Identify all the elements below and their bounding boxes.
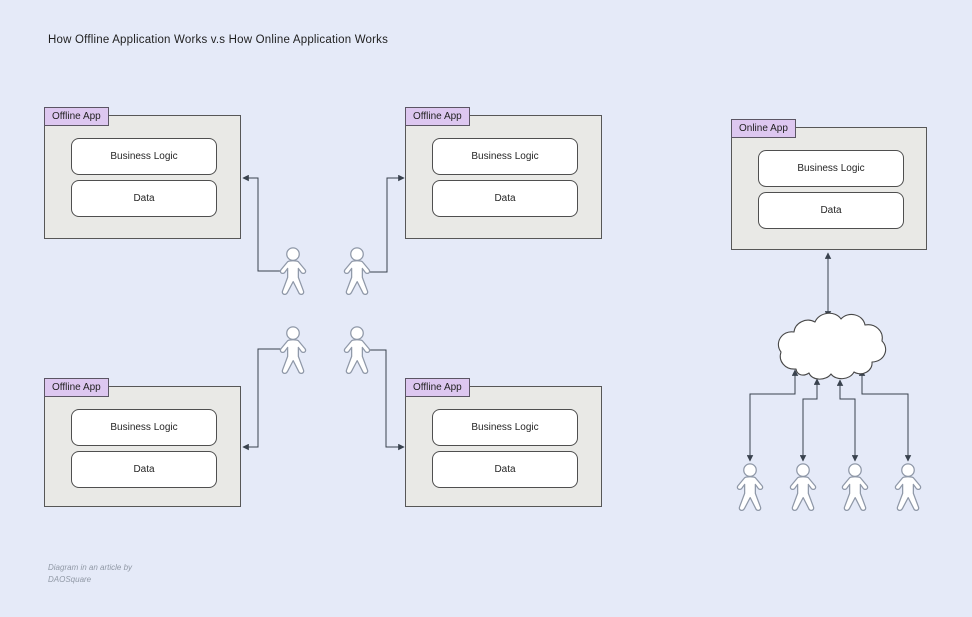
attribution-note: Diagram in an article by DAOSquare [48, 562, 132, 587]
offline-app-2: Offline App Business Logic Data [405, 107, 602, 239]
app-label: Offline App [405, 107, 470, 126]
person-icon [279, 247, 307, 296]
data-box: Data [71, 180, 217, 217]
offline-app-1: Offline App Business Logic Data [44, 107, 241, 239]
business-logic-box: Business Logic [71, 409, 217, 446]
arrow-person-to-offline-app-3 [242, 348, 282, 451]
business-logic-box: Business Logic [432, 138, 578, 175]
person-icon [894, 463, 922, 512]
app-label: Offline App [44, 107, 109, 126]
arrow-person-to-offline-app-4 [370, 349, 405, 451]
arrow-cloud-to-person-4 [862, 393, 912, 462]
arrow-person-to-cloud-3 [836, 379, 855, 400]
arrow-person-to-offline-app-1 [242, 174, 280, 272]
data-box: Data [432, 180, 578, 217]
person-icon [841, 463, 869, 512]
person-icon [789, 463, 817, 512]
offline-app-3: Offline App Business Logic Data [44, 378, 241, 507]
data-box: Data [71, 451, 217, 488]
page-title: How Offline Application Works v.s How On… [48, 34, 389, 46]
arrow-cloud-to-person-3 [840, 398, 859, 462]
arrow-cloud-to-person-1 [746, 393, 795, 462]
attribution-line-2: DAOSquare [48, 575, 92, 585]
arrow-cloud-to-person-2 [799, 398, 817, 462]
business-logic-box: Business Logic [432, 409, 578, 446]
arrow-person-to-cloud-2 [803, 378, 821, 400]
person-icon [343, 247, 371, 296]
attribution-line-1: Diagram in an article by [48, 563, 133, 572]
arrow-person-to-offline-app-2 [370, 174, 405, 273]
offline-app-4: Offline App Business Logic Data [405, 378, 602, 507]
person-icon [343, 326, 371, 375]
arrow-person-to-cloud-4 [858, 369, 908, 395]
app-label: Offline App [44, 378, 109, 397]
arrow-person-to-cloud-1 [750, 369, 799, 395]
cloud-icon [777, 312, 887, 380]
app-label: Online App [731, 119, 796, 138]
business-logic-box: Business Logic [758, 150, 904, 187]
data-box: Data [432, 451, 578, 488]
app-label: Offline App [405, 378, 470, 397]
person-icon [736, 463, 764, 512]
business-logic-box: Business Logic [71, 138, 217, 175]
person-icon [279, 326, 307, 375]
data-box: Data [758, 192, 904, 229]
online-app: Online App Business Logic Data [731, 119, 927, 250]
